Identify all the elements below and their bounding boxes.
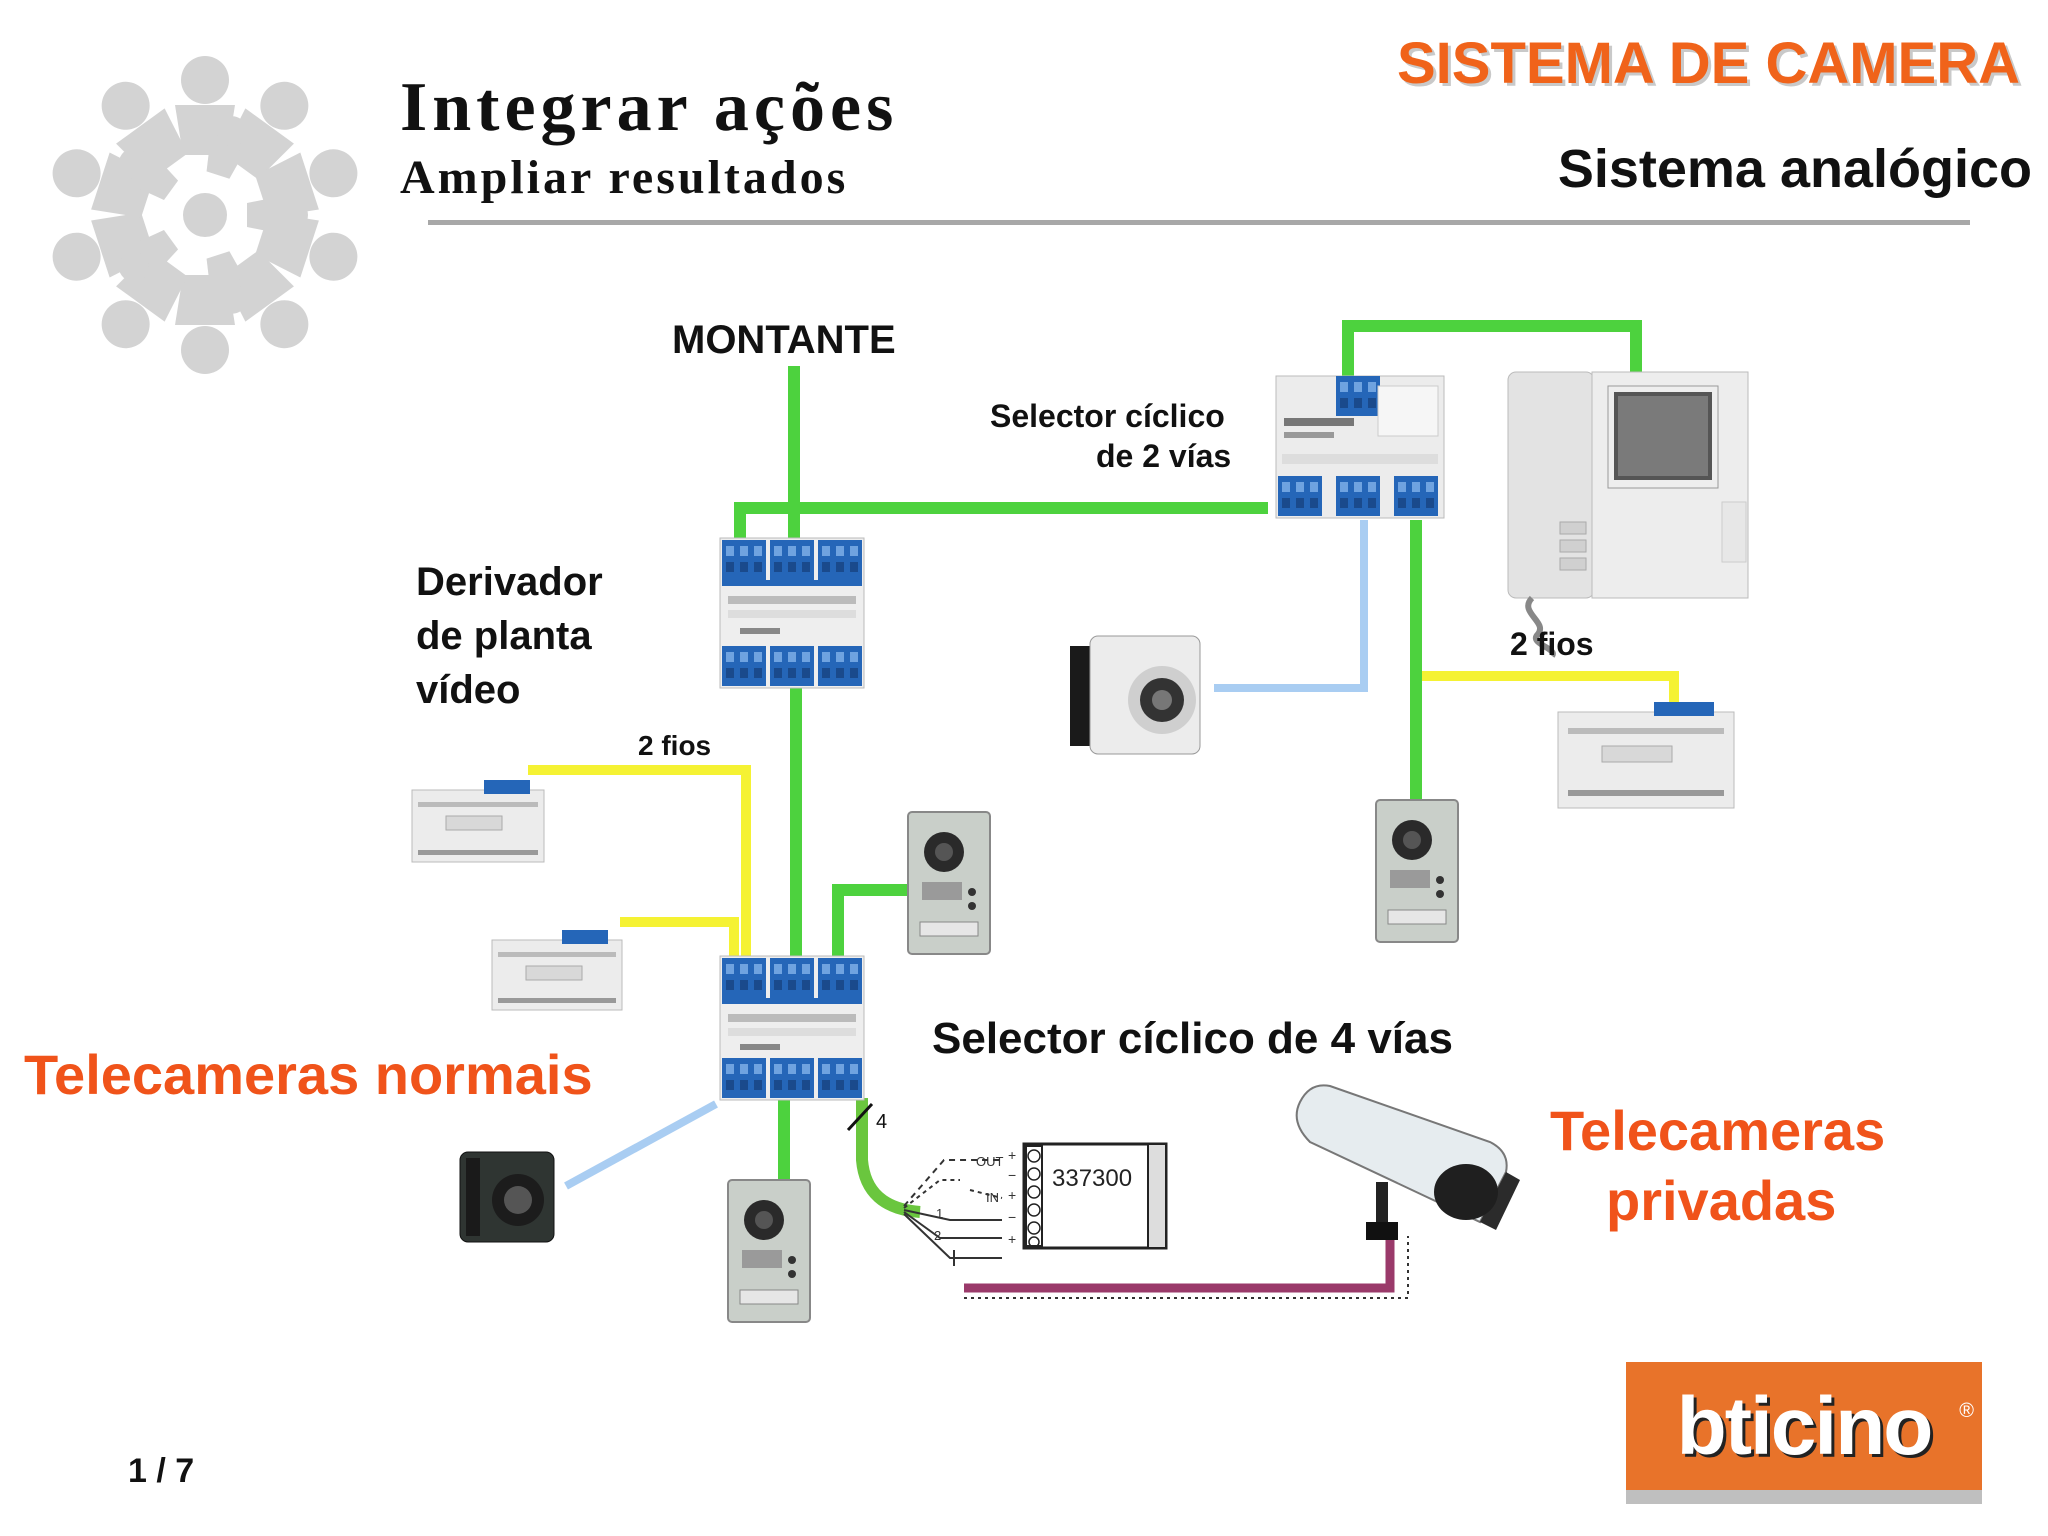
private-cameras-label-line1: Telecameras — [1550, 1099, 1886, 1162]
indoor-unit-right — [1557, 702, 1735, 809]
derivador-module — [719, 537, 865, 689]
door-panel-camera-right — [1375, 799, 1459, 943]
logo-registered-mark: ® — [1959, 1400, 1974, 1422]
terminal-2-label: 2 — [934, 1228, 941, 1243]
derivador-label-line3: vídeo — [416, 668, 521, 712]
minus-1-label: − — [1008, 1167, 1016, 1183]
out-label: OUT — [976, 1154, 1004, 1169]
door-panel-camera-middle — [907, 811, 991, 955]
bticino-logo: bticino ® — [1626, 1362, 1982, 1502]
green-wire-derivador-to-selector2 — [734, 502, 1268, 540]
header-divider — [428, 220, 1970, 225]
door-panel-camera-bottom — [727, 1179, 811, 1323]
blue-wire-selector2-to-camera — [1214, 520, 1368, 692]
minus-2-label: − — [1008, 1209, 1016, 1225]
flush-camera-black — [459, 1151, 555, 1243]
module-code-label: 337300 — [1052, 1165, 1132, 1192]
selector-2-way-module — [1275, 375, 1445, 519]
selector-2-label-line1: Selector cíclico — [990, 398, 1225, 434]
page-number: 1 / 7 — [128, 1452, 195, 1490]
two-wires-right-label: 2 fios — [1510, 626, 1594, 662]
green-wire-selector4-to-doorcam — [832, 884, 912, 958]
blue-wire-selector4-to-camera — [564, 1100, 718, 1190]
montante-label: MONTANTE — [672, 318, 896, 362]
selector-4-way-module — [719, 955, 865, 1101]
in-label: IN — [986, 1190, 999, 1205]
yellow-wire-bottom-left — [620, 917, 739, 958]
selector-2-label-line2: de 2 vías — [1096, 438, 1232, 474]
logo-swoosh — [1626, 1490, 1982, 1504]
two-wires-left-label: 2 fios — [638, 730, 712, 761]
section-title: SISTEMA DE CAMERA — [1397, 31, 2020, 96]
flush-camera-white — [1070, 635, 1201, 755]
yellow-wire-top-left — [528, 765, 751, 958]
logo-text: bticino — [1676, 1381, 1934, 1472]
section-subtitle: Sistema analógico — [1557, 139, 2032, 199]
module-337300: 337300 — [1022, 1142, 1168, 1250]
plus-1-label: + — [1008, 1147, 1016, 1163]
plus-2-label: + — [1008, 1187, 1016, 1203]
normal-cameras-label: Telecameras normais — [24, 1043, 593, 1106]
private-bullet-camera — [1295, 1084, 1520, 1240]
terminal-1-label: 1 — [936, 1206, 943, 1221]
plus-3-label: + — [1008, 1231, 1016, 1247]
selector-4-label: Selector cíclico de 4 vías — [932, 1014, 1453, 1063]
derivador-label-line1: Derivador — [416, 560, 603, 604]
purple-wire-private-camera — [964, 1238, 1395, 1293]
indoor-unit-left-top — [411, 780, 545, 863]
yellow-wire-right — [1422, 671, 1679, 708]
people-circle-logo — [44, 56, 366, 374]
derivador-label-line2: de planta — [416, 614, 592, 658]
video-monitor — [1507, 371, 1749, 658]
private-cameras-label-line2: privadas — [1606, 1169, 1837, 1232]
page-subtitle: Ampliar resultados — [400, 151, 849, 204]
page-title: Integrar ações — [400, 69, 899, 146]
indoor-unit-left-bottom — [491, 930, 623, 1011]
green-wire-selector2-to-monitor — [1342, 320, 1642, 378]
wire-count-label: 4 — [876, 1111, 887, 1133]
green-wire-selector4-to-module — [856, 1098, 921, 1218]
